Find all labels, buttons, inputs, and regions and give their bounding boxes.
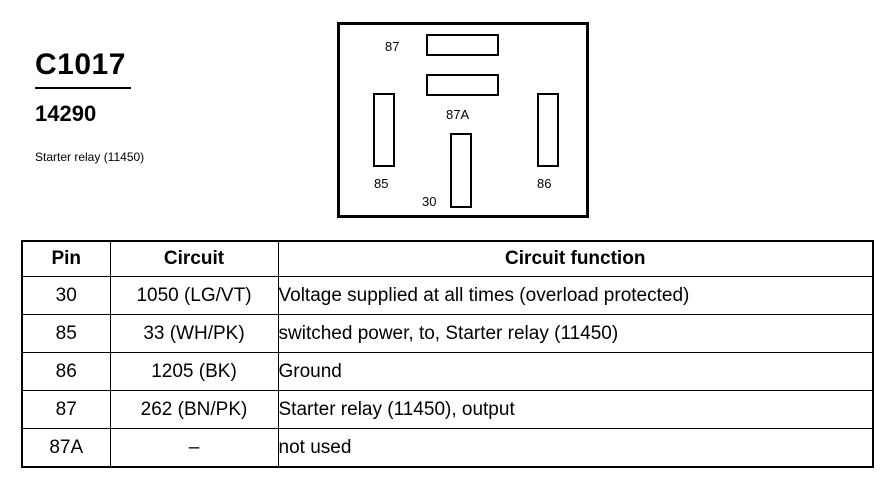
function-cell: not used	[277, 428, 874, 468]
header-circuit-function: Circuit function	[277, 240, 874, 277]
table-row: 86 1205 (BK) Ground	[21, 352, 874, 391]
circuit-cell: 33 (WH/PK)	[109, 314, 279, 353]
pin-table: Pin Circuit Circuit function 30 1050 (LG…	[21, 240, 874, 468]
pin-86-label: 86	[537, 176, 552, 191]
pin-86-terminal	[537, 93, 559, 167]
pin-85-terminal	[373, 93, 395, 167]
pin-cell: 30	[21, 276, 111, 315]
pin-cell: 86	[21, 352, 111, 391]
pin-30-terminal	[450, 133, 472, 208]
table-row: 87 262 (BN/PK) Starter relay (11450), ou…	[21, 390, 874, 429]
function-cell: Voltage supplied at all times (overload …	[277, 276, 874, 315]
circuit-cell: 262 (BN/PK)	[109, 390, 279, 429]
function-cell: Ground	[277, 352, 874, 391]
table-header-row: Pin Circuit Circuit function	[21, 240, 874, 277]
circuit-cell: 1050 (LG/VT)	[109, 276, 279, 315]
connector-id: C1017	[35, 48, 126, 81]
pin-87-label: 87	[385, 39, 400, 54]
pin-cell: 85	[21, 314, 111, 353]
header-circuit: Circuit	[109, 240, 279, 277]
circuit-cell: 1205 (BK)	[109, 352, 279, 391]
part-number: 14290	[35, 101, 97, 126]
connector-face-diagram: 87 87A 85 86 30	[337, 22, 589, 218]
function-cell: Starter relay (11450), output	[277, 390, 874, 429]
connector-description: Starter relay (11450)	[35, 150, 145, 164]
pin-cell: 87	[21, 390, 111, 429]
table-row: 30 1050 (LG/VT) Voltage supplied at all …	[21, 276, 874, 315]
pin-30-label: 30	[422, 194, 437, 209]
table-row: 87A – not used	[21, 428, 874, 468]
pin-87-terminal	[426, 34, 499, 56]
pin-85-label: 85	[374, 176, 389, 191]
circuit-cell: –	[109, 428, 279, 468]
pin-cell: 87A	[21, 428, 111, 468]
connector-id-underline	[35, 87, 131, 89]
pin-87a-label: 87A	[446, 107, 470, 122]
pin-87a-terminal	[426, 74, 499, 96]
function-cell: switched power, to, Starter relay (11450…	[277, 314, 874, 353]
table-row: 85 33 (WH/PK) switched power, to, Starte…	[21, 314, 874, 353]
header-pin: Pin	[21, 240, 111, 277]
